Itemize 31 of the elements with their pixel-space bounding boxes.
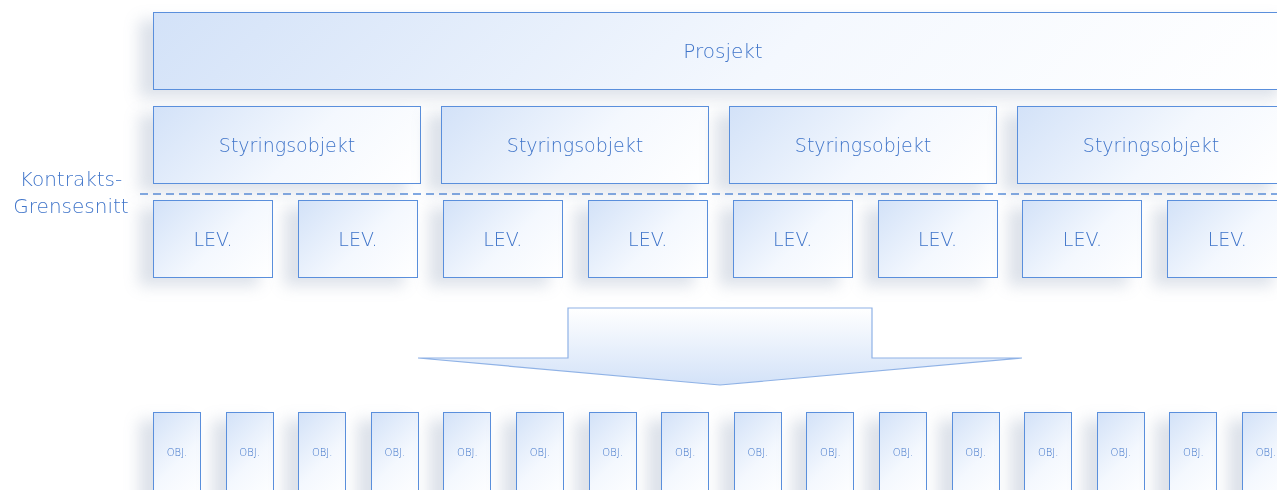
supplier-box: LEV. [1167,200,1277,278]
object-box: OBJ. [443,412,492,490]
object-box: OBJ. [733,412,782,490]
object-box: OBJ. [806,412,855,490]
object-box: OBJ. [1242,412,1277,490]
control-object-box: Styringsobjekt [441,106,709,184]
boundary-label: Kontrakts- Grensesnitt [12,166,130,220]
object-box: OBJ. [1024,412,1073,490]
supplier-box: LEV. [297,200,418,278]
project-box: Prosjekt [153,12,1277,90]
control-object-box: Styringsobjekt [153,106,421,184]
object-box: OBJ. [661,412,710,490]
supplier-box: LEV. [732,200,853,278]
control-object-box: Styringsobjekt [729,106,997,184]
supplier-box: LEV. [587,200,708,278]
object-box: OBJ. [879,412,927,490]
object-box: OBJ. [153,412,201,490]
object-box: OBJ. [370,412,419,490]
object-box: OBJ. [1096,412,1145,490]
block-arrow [417,307,1023,386]
object-box: OBJ. [516,412,564,490]
supplier-box: LEV. [1022,200,1143,278]
object-box: OBJ. [225,412,274,490]
object-box: OBJ. [298,412,347,490]
object-box: OBJ. [951,412,1000,490]
supplier-box: LEV. [877,200,998,278]
supplier-box: LEV. [442,200,563,278]
object-box: OBJ. [588,412,637,490]
control-object-box: Styringsobjekt [1017,106,1277,184]
supplier-box: LEV. [153,200,273,278]
object-box: OBJ. [1169,412,1218,490]
